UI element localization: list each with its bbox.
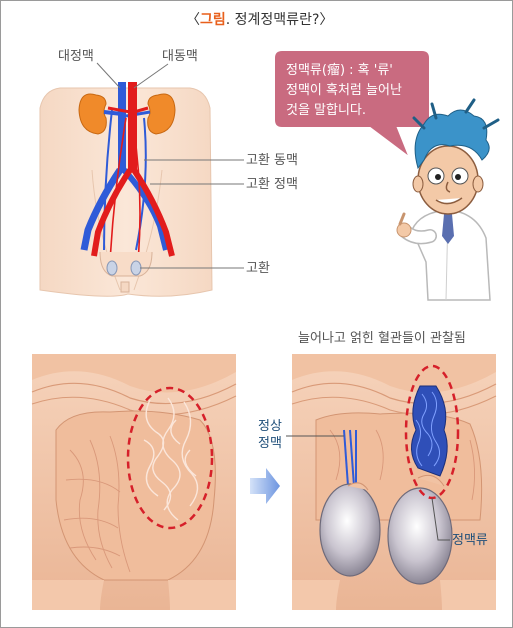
testis-left-large: [319, 483, 381, 577]
scrotum-right-panel: [291, 354, 497, 610]
bubble-line-1: 정맥류(瘤) : 혹 '류': [286, 62, 393, 78]
label-testicular-artery: 고환 동맥: [246, 153, 298, 168]
title-text: . 정계정맥류란?: [226, 12, 320, 28]
anatomy-diagram: 대정맥 대동맥 고환 동맥 고환 정맥 고환: [39, 49, 298, 297]
figure-title: 〈그림. 정계정맥류란?〉: [186, 12, 333, 28]
doctor-character-icon: [396, 98, 500, 301]
aorta: [91, 82, 175, 263]
scrotum-left-panel: [31, 354, 237, 610]
testes-small: [99, 251, 153, 293]
skin-wrinkles-left: [63, 435, 131, 573]
normal-vein: [343, 429, 357, 487]
testis-right-large: [387, 487, 453, 585]
label-testis: 고환: [246, 261, 270, 276]
label-normal-vein-line1: 정상: [258, 419, 282, 434]
title-bracket-close: 〉: [319, 12, 333, 28]
label-aorta: 대동맥: [162, 49, 198, 64]
bubble-line-2: 정맥이 혹처럼 늘어난: [286, 83, 402, 98]
arrow-right-icon: [250, 468, 280, 504]
svg-text:〈그림. 정계정맥류란?〉: 〈그림. 정계정맥류란?〉: [186, 12, 333, 28]
tangled-vessels-left: [143, 397, 199, 521]
title-bracket-open: 〈: [186, 12, 200, 28]
varicocele-vessels: [411, 385, 448, 477]
label-normal-vein-line2: 정맥: [258, 436, 282, 451]
label-varicocele: 정맥류: [452, 533, 488, 548]
kidney-left-icon: [78, 93, 107, 135]
bubble-line-3: 것을 말합니다.: [286, 103, 366, 118]
title-highlight: 그림: [200, 12, 226, 28]
label-observed: 늘어나고 얽힌 혈관들이 관찰됨: [298, 331, 466, 346]
highlight-ellipse-left: [126, 386, 214, 530]
kidney-right-icon: [147, 93, 176, 135]
label-vena-cava: 대정맥: [58, 49, 94, 64]
label-testicular-vein: 고환 정맥: [246, 177, 298, 192]
speech-bubble: 정맥류(瘤) : 혹 '류' 정맥이 혹처럼 늘어난 것을 말합니다.: [273, 49, 431, 161]
